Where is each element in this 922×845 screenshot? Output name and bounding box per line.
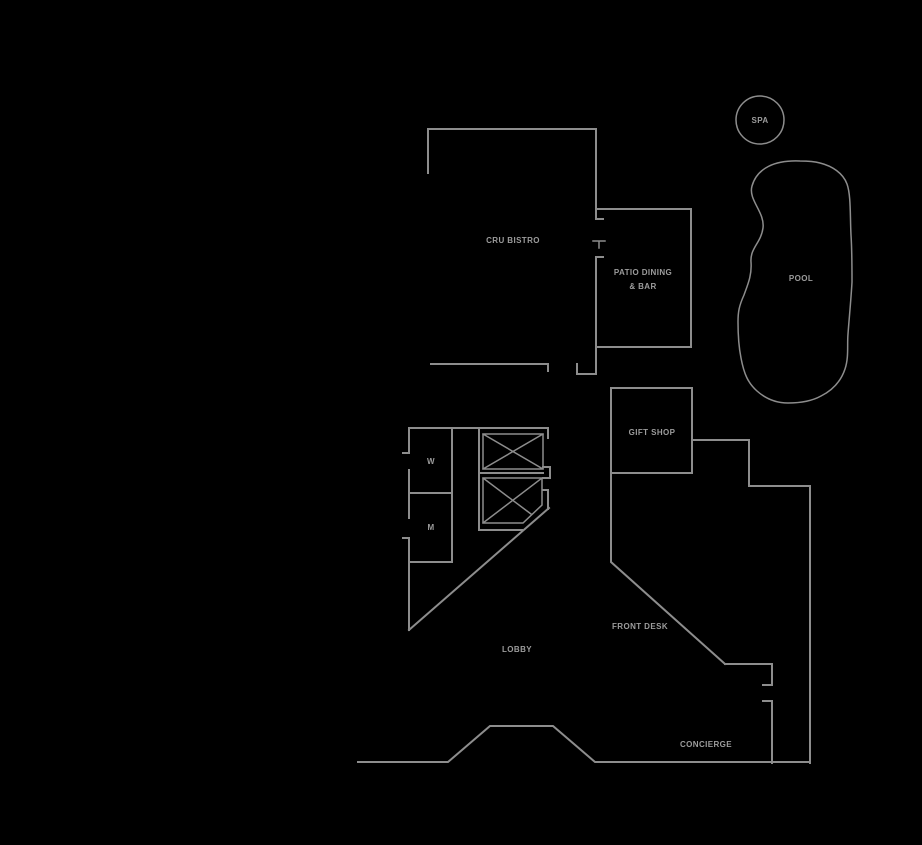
room-labels: SPA CRU BISTRO PATIO DINING & BAR POOL G… [427,116,813,749]
lobby-label: LOBBY [502,645,532,654]
patio-west-wall [576,256,604,375]
front-desk-diagonal-wall [610,472,727,666]
lobby-diagonal-wall [407,506,551,632]
elevator-car-2-icon [481,476,544,525]
pool-outline [737,160,853,404]
cru-bistro-south-wall [430,363,549,372]
south-entry-wall [357,725,811,763]
elevator-shaft-walls [478,427,551,531]
concierge-vestibule-north [724,663,773,686]
gift-shop-label: GIFT SHOP [629,428,676,437]
gift-shop-walls [610,387,693,474]
cru-bistro-walls [427,128,604,220]
restroom-women-label: W [427,457,435,466]
spa-label: SPA [751,116,768,125]
door-marker-icon [592,240,606,249]
restroom-men-label: M [427,523,434,532]
spa-outline [735,95,785,145]
concierge-label: CONCIERGE [680,740,732,749]
elevator-car-1-icon [481,432,545,471]
patio-dining-label-line1: PATIO DINING [614,268,672,277]
patio-dining-label-line2: & BAR [629,282,656,291]
concierge-vestibule-south [762,700,773,764]
patio-dining-walls [595,208,692,348]
cru-bistro-label: CRU BISTRO [486,236,540,245]
front-desk-label: FRONT DESK [612,622,668,631]
walls [357,95,853,764]
east-wing-walls [691,439,811,764]
core-north-wall [408,427,549,439]
restroom-west-wall [402,427,453,631]
pool-label: POOL [789,274,813,283]
